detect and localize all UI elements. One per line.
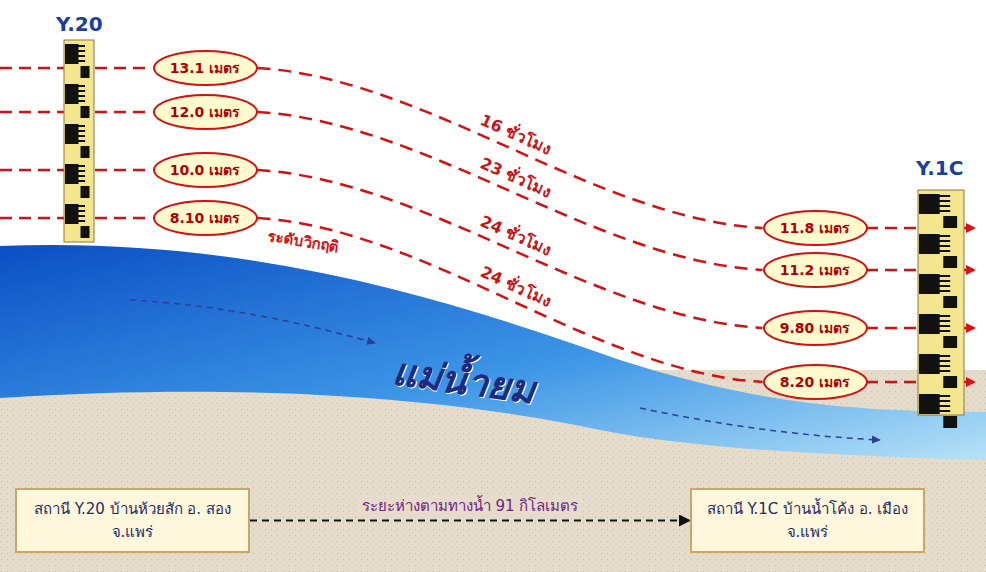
station-box: สถานี Y.1C บ้านน้ำโค้ง อ. เมือง จ.แพร่ xyxy=(690,488,925,553)
water-level: 9.80 เมตร xyxy=(780,317,850,339)
level-oval: 11.2 เมตร xyxy=(763,252,868,288)
staff-gauge xyxy=(918,190,964,428)
staff-gauge xyxy=(64,40,94,242)
travel-time-line xyxy=(258,170,763,328)
flow-arrow xyxy=(640,408,880,440)
water-level: 8.20 เมตร xyxy=(780,371,850,393)
water-level: 13.1 เมตร xyxy=(170,57,240,79)
water-level: 12.0 เมตร xyxy=(170,101,240,123)
level-oval: 8.20 เมตร xyxy=(763,364,868,400)
station-box: สถานี Y.20 บ้านห้วยสัก อ. สอง จ.แพร่ xyxy=(15,488,250,553)
level-oval: 10.0 เมตร xyxy=(153,152,258,188)
level-oval: 13.1 เมตร xyxy=(153,50,258,86)
station-code: Y.20 xyxy=(56,12,103,36)
travel-time: 24 ชั่วโมง xyxy=(476,209,555,263)
flow-arrow xyxy=(130,300,375,343)
distance-label: ระยะห่างตามทางน้ำ 91 กิโลเมตร xyxy=(358,494,583,518)
river-water xyxy=(0,245,986,460)
water-level: 8.10 เมตร xyxy=(170,207,240,229)
level-oval: 12.0 เมตร xyxy=(153,94,258,130)
station-code: Y.1C xyxy=(916,156,963,180)
travel-time: 16 ชั่วโมง xyxy=(476,107,555,161)
travel-time: 24 ชั่วโมง xyxy=(477,259,556,313)
distance-arrow xyxy=(250,520,690,522)
water-level: 10.0 เมตร xyxy=(170,159,240,181)
level-oval: 9.80 เมตร xyxy=(763,310,868,346)
travel-time: 23 ชั่วโมง xyxy=(476,151,555,205)
station-name: สถานี Y.1C บ้านน้ำโค้ง อ. เมือง จ.แพร่ xyxy=(702,498,913,543)
water-level: 11.2 เมตร xyxy=(780,259,850,281)
water-level: 11.8 เมตร xyxy=(780,217,850,239)
level-lines xyxy=(0,68,974,382)
travel-time-line xyxy=(258,68,763,228)
station-name: สถานี Y.20 บ้านห้วยสัก อ. สอง จ.แพร่ xyxy=(27,498,238,543)
level-oval: 11.8 เมตร xyxy=(763,210,868,246)
level-oval: 8.10 เมตร xyxy=(153,200,258,236)
